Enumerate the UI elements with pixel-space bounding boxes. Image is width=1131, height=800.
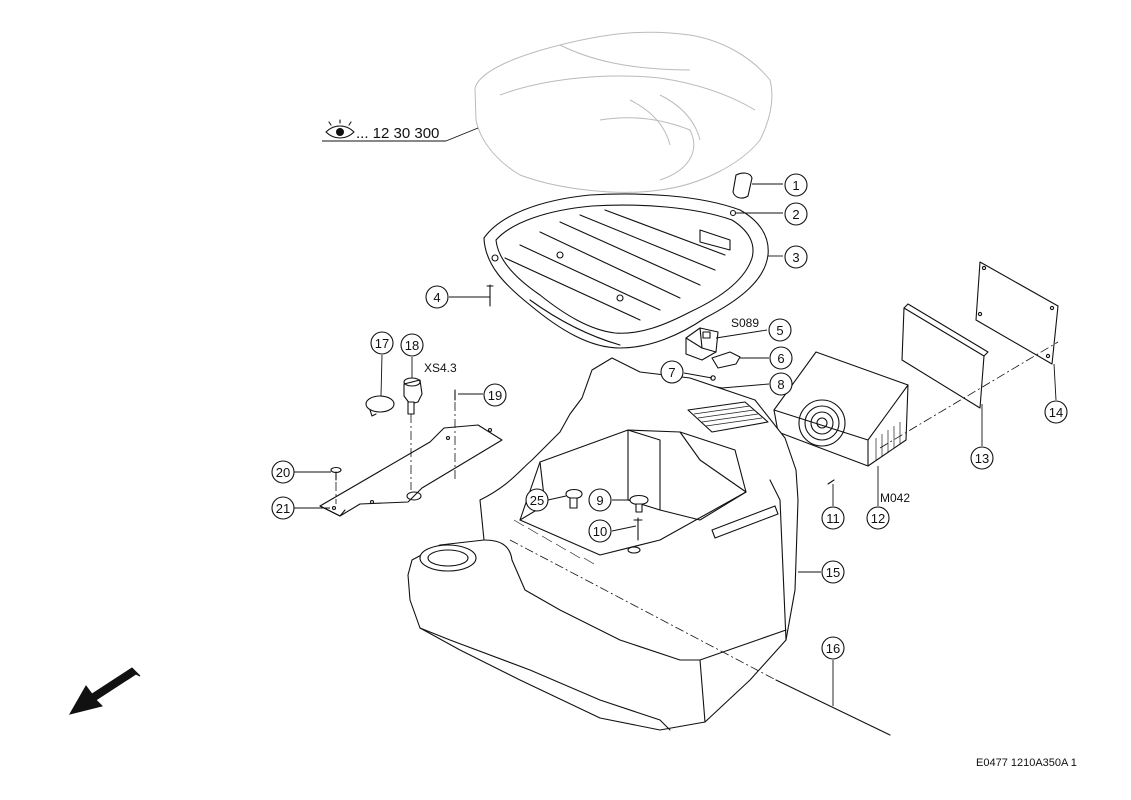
seat-base-plate [483,193,769,349]
svg-text:21: 21 [276,501,290,516]
callout-14: 14 [1044,400,1068,424]
svg-text:25: 25 [530,493,544,508]
svg-text:7: 7 [668,365,675,380]
svg-text:3: 3 [792,250,799,265]
part-18-socket [403,377,423,490]
svg-text:11: 11 [826,511,840,526]
callout-19: 19 [483,383,507,407]
callout-21: 21 [271,496,295,520]
part-17-cap [365,395,395,417]
callout-9: 9 [588,488,612,512]
seat-cushion-ghost [474,31,773,193]
callout-10: 10 [588,519,612,543]
callout-5: 5 [768,318,792,342]
callout-1: 1 [784,173,808,197]
svg-text:18: 18 [405,338,419,353]
svg-text:13: 13 [975,451,989,466]
callout-20: 20 [271,460,295,484]
fan-label: M042 [880,491,910,505]
svg-text:8: 8 [777,377,784,392]
callout-6: 6 [769,346,793,370]
part-13-filter [901,303,989,409]
callout-25: 25 [525,488,549,512]
svg-text:9: 9 [596,493,603,508]
part-11-screw [827,479,835,485]
svg-text:19: 19 [488,388,502,403]
part-16-rod [509,539,891,736]
svg-text:1: 1 [792,178,799,193]
svg-text:2: 2 [792,207,799,222]
callout-8: 8 [769,372,793,396]
document-id: E0477 1210A350A 1 [976,757,1077,769]
part-14-plate [975,261,1059,365]
svg-text:4: 4 [433,290,440,305]
part-15-housing [407,357,799,731]
switch-label: S089 [731,316,759,330]
svg-text:6: 6 [777,351,784,366]
callout-4: 4 [425,285,449,309]
socket-label: XS4.3 [424,361,457,375]
part-12-fan [773,351,909,467]
svg-text:16: 16 [826,641,840,656]
callout-15: 15 [821,560,845,584]
callout-3: 3 [784,245,808,269]
svg-text:14: 14 [1049,405,1063,420]
part-25-knob [565,488,583,509]
callout-17: 17 [370,331,394,355]
seat-reference-text: ... 12 30 300 [356,125,439,142]
svg-text:17: 17 [375,336,389,351]
callout-2: 2 [784,202,808,226]
part-1-clip [732,172,753,199]
part-9-knob [629,494,649,513]
svg-text:15: 15 [826,565,840,580]
arrow-icon [68,667,141,715]
callout-18: 18 [400,333,424,357]
part-2-screw [729,209,737,217]
callout-11: 11 [821,506,845,530]
part-20-screw [330,466,342,504]
eye-icon [325,119,355,139]
seat-reference: ... 12 30 300 [322,119,479,142]
svg-text:20: 20 [276,465,290,480]
svg-text:10: 10 [593,524,607,539]
callout-13: 13 [970,446,994,470]
callout-12: 12 [866,506,890,530]
part-10-bolt [627,517,643,554]
part-5-switch [685,327,719,361]
part-6-cover [711,351,741,369]
svg-text:5: 5 [776,323,783,338]
callout-16: 16 [821,636,845,660]
part-4-screw [486,284,494,307]
svg-text:12: 12 [871,511,885,526]
callout-7: 7 [660,360,684,384]
leader-lines [294,183,1057,706]
